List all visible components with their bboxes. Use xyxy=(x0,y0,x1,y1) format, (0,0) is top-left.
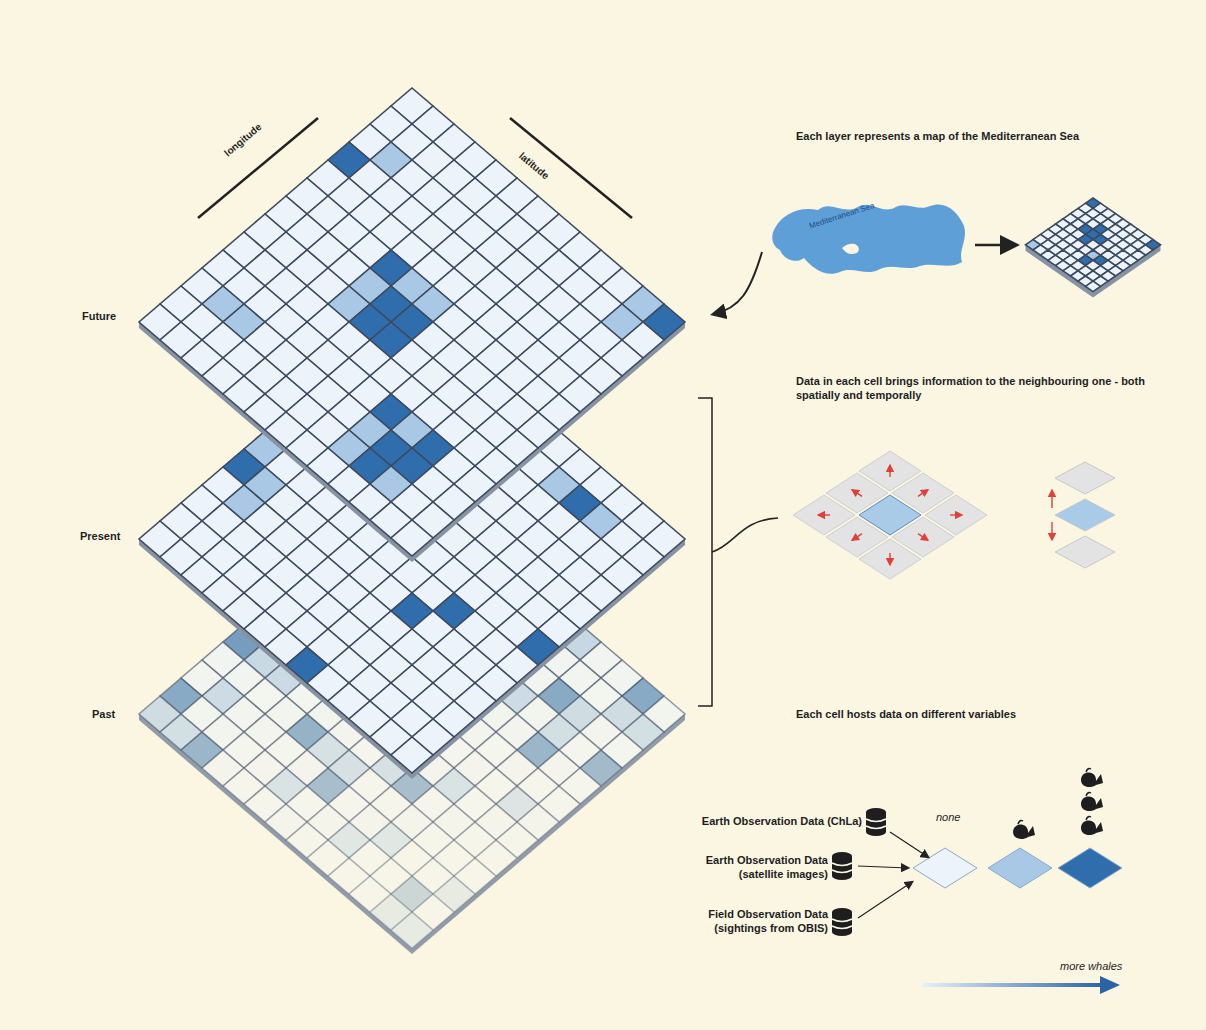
map-layer xyxy=(139,305,685,779)
label: Earth Observation Data (satellite images… xyxy=(700,854,828,882)
input-arrow xyxy=(858,866,908,868)
spread-arrow xyxy=(1051,490,1052,508)
layer-edge xyxy=(139,322,685,562)
value-cell xyxy=(1058,848,1122,888)
spread-arrow xyxy=(889,553,890,565)
whale-icon xyxy=(1081,816,1103,835)
database-icon xyxy=(832,852,852,880)
label: Present xyxy=(80,530,120,544)
label: Data in each cell brings information to … xyxy=(796,375,1146,403)
label: more whales xyxy=(1060,960,1122,974)
spread-arrow xyxy=(852,534,862,541)
layer-edge xyxy=(1026,245,1161,298)
label: Future xyxy=(82,310,116,324)
spread-arrow xyxy=(852,490,862,497)
spread-arrow xyxy=(918,534,928,541)
spread-arrow xyxy=(889,465,890,477)
whale-icon xyxy=(1081,768,1103,787)
layer-edge xyxy=(139,539,685,779)
spread-arrow xyxy=(1051,522,1052,540)
spread-arrow xyxy=(950,514,962,515)
grid-cell xyxy=(391,737,433,773)
map-layer xyxy=(139,480,685,954)
layer-edge xyxy=(139,714,685,954)
bracket xyxy=(698,398,712,706)
value-cell xyxy=(988,848,1052,888)
grid-cell xyxy=(1086,281,1101,291)
curved-arrow xyxy=(714,252,762,314)
input-arrow xyxy=(890,832,928,857)
neighbour-cell xyxy=(859,539,921,579)
whale-icon xyxy=(1013,820,1035,839)
label: Past xyxy=(92,708,115,722)
label: Field Observation Data (sightings from O… xyxy=(700,908,828,936)
arrow xyxy=(975,244,1015,247)
label: latitude xyxy=(516,150,551,182)
time-cell xyxy=(1055,499,1115,531)
gradient-bar xyxy=(922,983,1102,987)
spread-arrow xyxy=(818,514,830,515)
bracket-link xyxy=(712,518,778,552)
label: Each layer represents a map of the Medit… xyxy=(796,130,1079,144)
sea-map xyxy=(772,204,965,273)
input-arrow xyxy=(858,882,912,918)
label: longitude xyxy=(222,121,265,160)
label: none xyxy=(936,811,960,825)
label: Each cell hosts data on different variab… xyxy=(796,708,1016,722)
database-icon xyxy=(866,808,886,836)
time-cell xyxy=(1055,462,1115,494)
map-layer xyxy=(139,88,685,562)
label: Earth Observation Data (ChLa) xyxy=(702,815,862,829)
database-icon xyxy=(832,908,852,936)
arrow-head xyxy=(1100,976,1120,994)
grid-cell xyxy=(391,912,433,948)
axis-line xyxy=(510,118,632,218)
time-cell xyxy=(1055,536,1115,568)
map-layer xyxy=(1026,198,1161,298)
axis-line xyxy=(198,118,318,218)
grid-cell xyxy=(391,520,433,556)
spread-arrow xyxy=(918,490,928,497)
whale-icon xyxy=(1081,792,1103,811)
